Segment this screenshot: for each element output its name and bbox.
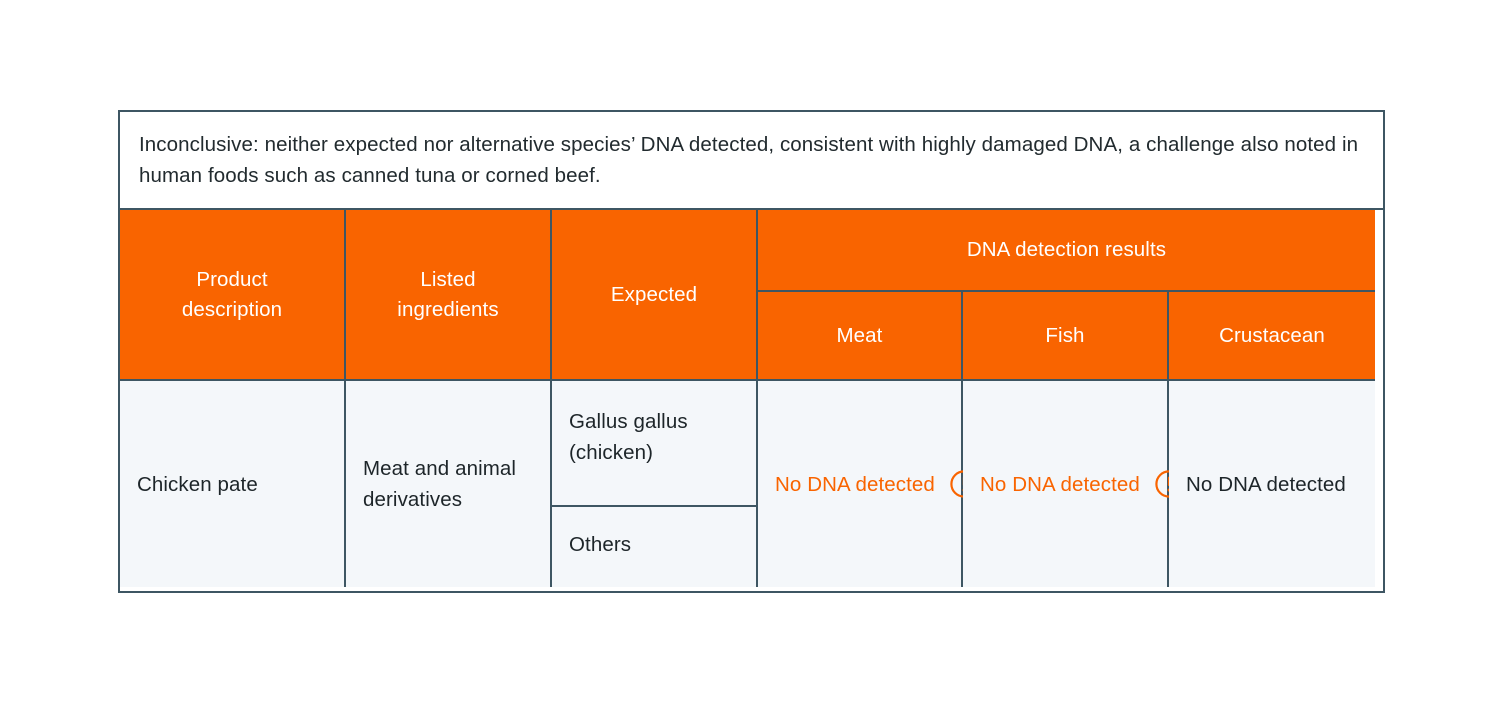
- cell-product-description: Chicken pate: [120, 381, 346, 587]
- header-listed-ingredients-label: Listed ingredients: [397, 267, 499, 321]
- result-meat-value: No DNA detected: [775, 472, 935, 496]
- header-expected-label: Expected: [610, 282, 698, 306]
- cell-listed-ingredients: Meat and animal derivatives: [346, 381, 552, 587]
- cell-expected-primary: Gallus gallus (chicken): [552, 381, 758, 507]
- header-expected: Expected: [552, 210, 758, 381]
- header-crustacean-label: Crustacean: [1219, 323, 1325, 347]
- cell-expected-secondary: Others: [552, 507, 758, 587]
- header-dna-detection-results-label: DNA detection results: [966, 238, 1167, 261]
- table-caption: Inconclusive: neither expected nor alter…: [120, 112, 1383, 210]
- result-crustacean-value: No DNA detected: [1186, 472, 1346, 496]
- cell-result-crustacean: No DNA detected: [1169, 381, 1375, 587]
- header-product-description-label: Product description: [181, 267, 283, 321]
- header-crustacean: Crustacean: [1169, 292, 1375, 381]
- caption-text: Inconclusive: neither expected nor alter…: [139, 133, 1359, 187]
- header-fish-label: Fish: [1045, 323, 1085, 347]
- cell-result-meat: No DNA detected: [758, 381, 978, 587]
- header-meat: Meat: [758, 292, 963, 381]
- cell-result-fish: No DNA detected: [963, 381, 1183, 587]
- product-description-value: Chicken pate: [137, 472, 258, 496]
- expected-secondary-value: Others: [569, 533, 632, 556]
- header-dna-detection-results: DNA detection results: [758, 210, 1375, 292]
- listed-ingredients-value: Meat and animal derivatives: [363, 457, 517, 511]
- expected-primary-value: Gallus gallus (chicken): [569, 410, 688, 464]
- header-product-description: Product description: [120, 210, 346, 381]
- table-grid: Product description Listed ingredients E…: [120, 210, 1383, 591]
- header-fish: Fish: [963, 292, 1169, 381]
- header-meat-label: Meat: [836, 323, 883, 347]
- results-table: Inconclusive: neither expected nor alter…: [118, 110, 1385, 593]
- header-listed-ingredients: Listed ingredients: [346, 210, 552, 381]
- result-fish-value: No DNA detected: [980, 472, 1140, 496]
